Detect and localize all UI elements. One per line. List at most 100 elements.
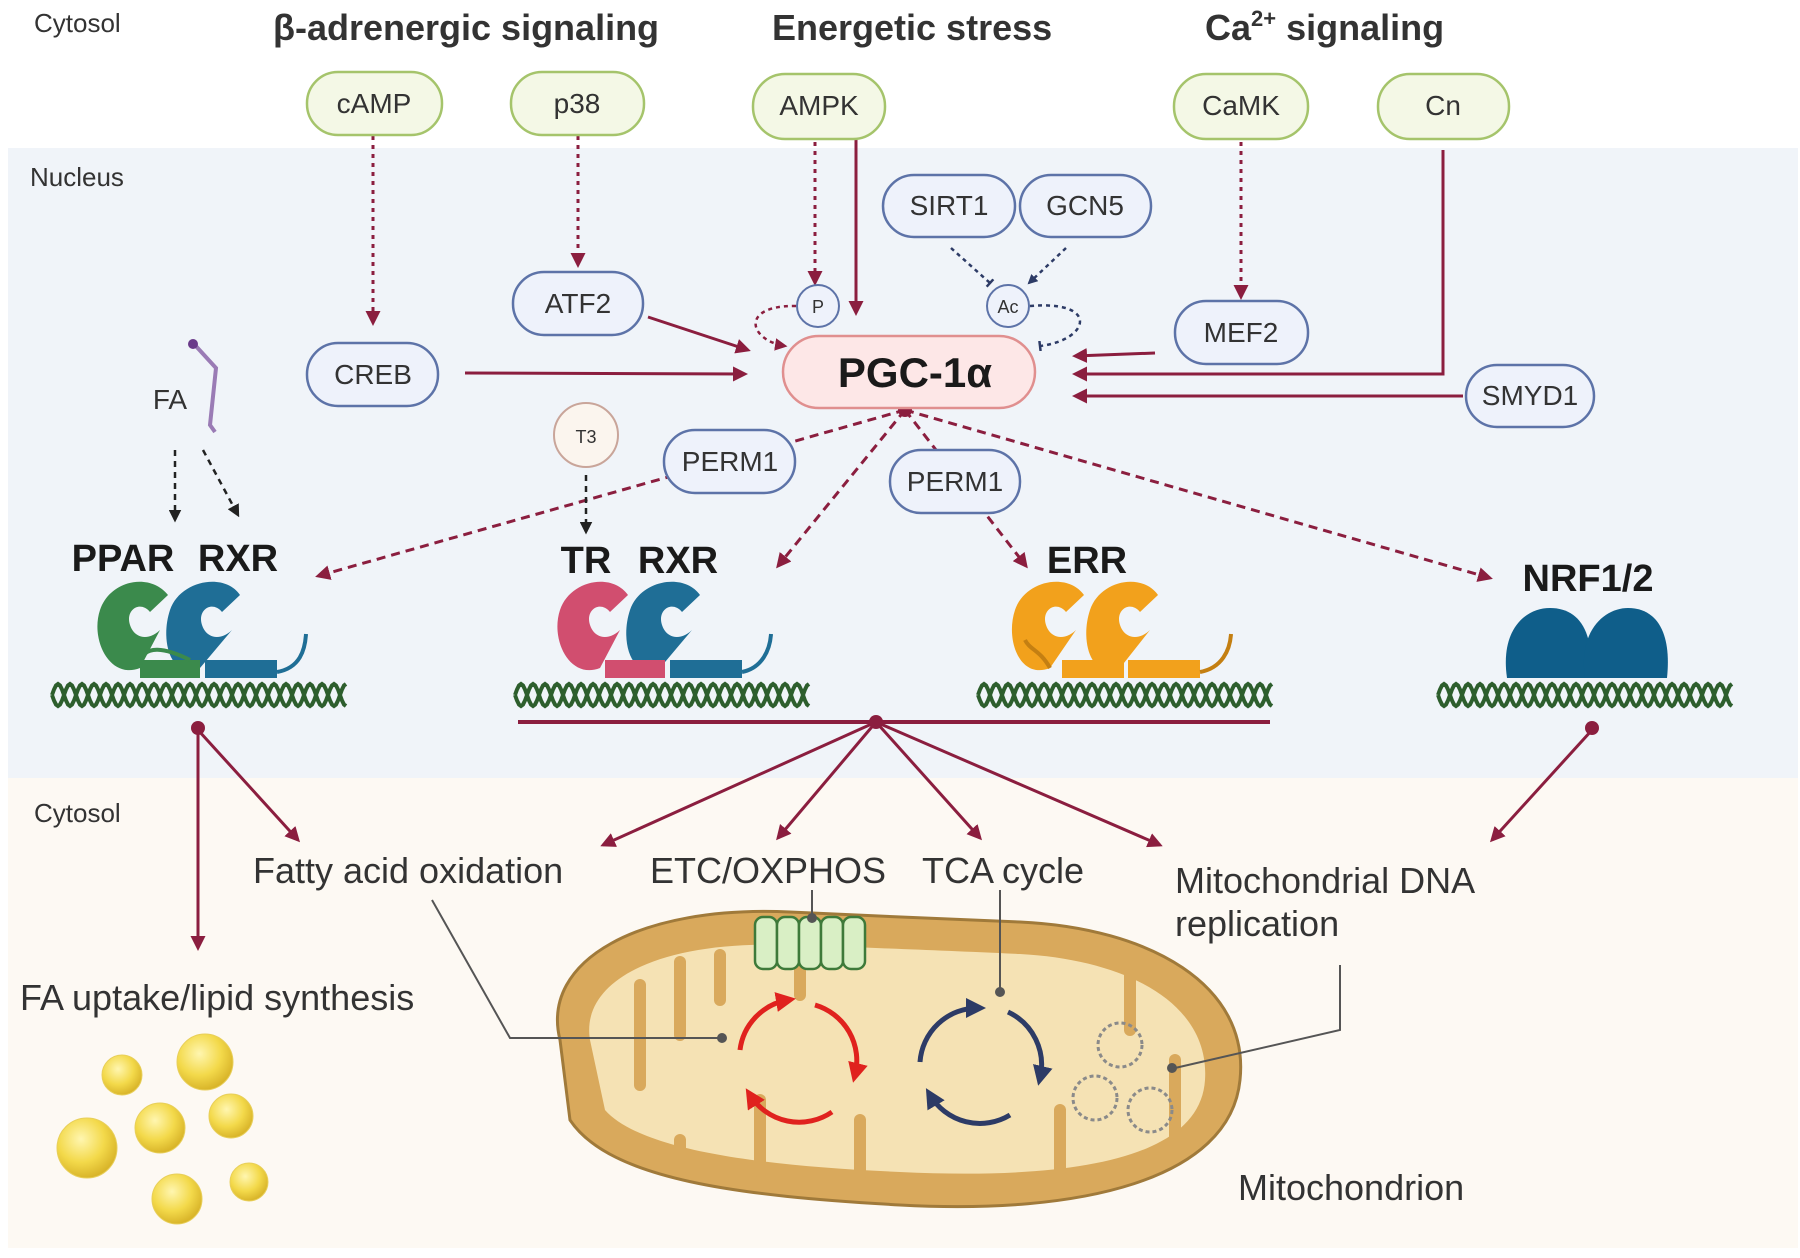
nrf-protein-icon-2 bbox=[1583, 608, 1668, 678]
arrow-atf2-pgc bbox=[647, 315, 751, 354]
gcn5-acetylates bbox=[1027, 247, 1067, 285]
leader-fao bbox=[431, 899, 720, 1039]
calcium-superscript: 2+ bbox=[1251, 6, 1276, 31]
dna-strand bbox=[513, 681, 811, 709]
tf-tr-label: TR bbox=[561, 540, 612, 582]
calcium-prefix: Ca bbox=[1205, 7, 1252, 48]
factor-gcn5-label: GCN5 bbox=[1046, 190, 1124, 221]
pgc1a-node[interactable]: PGC-1α bbox=[781, 334, 1037, 410]
acetylation-links bbox=[950, 247, 1081, 352]
sirt1-inhibits-ac bbox=[950, 247, 995, 288]
factor-mef2[interactable]: MEF2 bbox=[1173, 299, 1310, 366]
dna-helix-icon bbox=[50, 681, 348, 709]
dna-strand bbox=[1436, 681, 1734, 709]
lipid-droplet-icon bbox=[176, 1033, 234, 1091]
kinase-camk-label: CaMK bbox=[1202, 90, 1280, 121]
nrf-protein-icon-1 bbox=[1505, 608, 1591, 678]
arrow-pgc-ppar bbox=[315, 408, 906, 580]
tr-rxr-complex[interactable]: TR RXR bbox=[557, 540, 773, 678]
ligand-arrows bbox=[168, 449, 593, 535]
factor-mef2-label: MEF2 bbox=[1204, 317, 1279, 348]
p-activates-pgc bbox=[754, 304, 797, 351]
mtdna-ring-icons bbox=[1071, 1021, 1174, 1134]
tf-err-label: ERR bbox=[1047, 540, 1127, 582]
kinase-camk[interactable]: CaMK bbox=[1172, 72, 1310, 141]
cycle-arrow-icon-red bbox=[737, 992, 868, 1125]
ppar-protein-icon bbox=[97, 581, 168, 671]
kinase-cn[interactable]: Cn bbox=[1376, 72, 1511, 141]
dna-helix-icon bbox=[513, 681, 811, 709]
leader-lines bbox=[431, 890, 1341, 1073]
dna-helix-icon bbox=[1436, 681, 1734, 709]
fa-ligand: FA bbox=[153, 339, 219, 434]
ppar-origin-dot bbox=[191, 721, 205, 735]
membrane-complex-icon bbox=[753, 915, 867, 971]
arrow-pgc-tr bbox=[776, 409, 907, 569]
phospho-mark-label: P bbox=[812, 297, 824, 317]
factor-atf2[interactable]: ATF2 bbox=[511, 270, 645, 337]
kinase-camp-label: cAMP bbox=[337, 88, 412, 119]
factor-creb[interactable]: CREB bbox=[305, 341, 440, 408]
tf-rxr2-label: RXR bbox=[638, 540, 718, 582]
heading-calcium-signaling: Ca2+ signaling bbox=[1205, 6, 1444, 48]
lipid-droplet-icons bbox=[56, 1033, 269, 1225]
t3-ligand: T3 bbox=[553, 402, 619, 468]
arrow-mef2-pgc bbox=[1072, 348, 1156, 364]
factor-gcn5[interactable]: GCN5 bbox=[1018, 173, 1153, 239]
dna-strand bbox=[976, 681, 1274, 709]
acetyl-mark-label: Ac bbox=[997, 297, 1018, 317]
arrow-tf-bar-etc bbox=[776, 721, 878, 841]
kinase-cn-label: Cn bbox=[1425, 90, 1461, 121]
lipid-droplet-icon bbox=[229, 1162, 269, 1202]
pgc1a-label: PGC-1α bbox=[838, 349, 992, 396]
factor-smyd1[interactable]: SMYD1 bbox=[1464, 363, 1596, 429]
factor-sirt1[interactable]: SIRT1 bbox=[881, 173, 1017, 239]
arrow-creb-pgc bbox=[464, 366, 748, 382]
arrow-tf-bar-mtdna bbox=[875, 720, 1163, 848]
heading-beta-adrenergic: β-adrenergic signaling bbox=[273, 7, 659, 48]
rxr2-protein-icon bbox=[626, 581, 700, 671]
kinase-camp[interactable]: cAMP bbox=[305, 70, 444, 137]
dna-helix-icon bbox=[976, 681, 1274, 709]
outcome-fa-uptake: FA uptake/lipid synthesis bbox=[20, 977, 414, 1018]
factor-perm1-right[interactable]: PERM1 bbox=[888, 448, 1022, 515]
arrow-tf-bar-fao bbox=[600, 720, 877, 847]
outcome-mtdna-line1: Mitochondrial DNA bbox=[1175, 860, 1475, 901]
rxr-protein-icon bbox=[166, 581, 240, 671]
kinase-p38[interactable]: p38 bbox=[509, 70, 646, 137]
factor-sirt1-label: SIRT1 bbox=[910, 190, 989, 221]
err-protein-icon-2 bbox=[1086, 581, 1158, 671]
ac-inhibits-pgc bbox=[1029, 304, 1081, 352]
ppar-rxr-complex[interactable]: PPAR RXR bbox=[72, 538, 308, 678]
nrf-origin-dot bbox=[1585, 721, 1599, 735]
arrow-cn-pgc bbox=[1072, 150, 1445, 382]
factor-perm1-left[interactable]: PERM1 bbox=[662, 428, 797, 495]
t3-ligand-label: T3 bbox=[575, 427, 596, 447]
tf-ppar-label: PPAR bbox=[72, 538, 175, 580]
factor-atf2-label: ATF2 bbox=[545, 288, 611, 319]
phospho-mark: P bbox=[796, 284, 840, 328]
calcium-suffix: signaling bbox=[1276, 7, 1444, 48]
kinase-ampk-label: AMPK bbox=[779, 90, 859, 121]
dna-strand bbox=[50, 681, 348, 709]
err-complex[interactable]: ERR bbox=[1011, 540, 1233, 678]
outcome-mtdna-line2: replication bbox=[1175, 903, 1339, 944]
nrf-complex[interactable]: NRF1/2 bbox=[1505, 558, 1668, 678]
arrow-tf-bar-tca bbox=[874, 720, 983, 841]
arrow-fa-rxr bbox=[201, 449, 240, 518]
lipid-droplet-icon bbox=[101, 1054, 143, 1096]
factor-smyd1-label: SMYD1 bbox=[1482, 380, 1578, 411]
cytosol-bottom-label: Cytosol bbox=[34, 798, 121, 828]
lipid-droplet-icon bbox=[151, 1173, 203, 1225]
lipid-droplet-icon bbox=[208, 1093, 254, 1139]
pathway-arrows bbox=[190, 136, 1594, 951]
arrow-nrf-mtdna bbox=[1489, 728, 1594, 843]
nucleus-label: Nucleus bbox=[30, 162, 124, 192]
kinase-ampk[interactable]: AMPK bbox=[751, 72, 887, 141]
dna-helix-icons bbox=[50, 681, 1734, 709]
tf-nrf-label: NRF1/2 bbox=[1523, 558, 1654, 600]
cytosol-top-label: Cytosol bbox=[34, 8, 121, 38]
mitochondrion-icon bbox=[556, 909, 1243, 1209]
lipid-droplet-icon bbox=[56, 1117, 118, 1179]
